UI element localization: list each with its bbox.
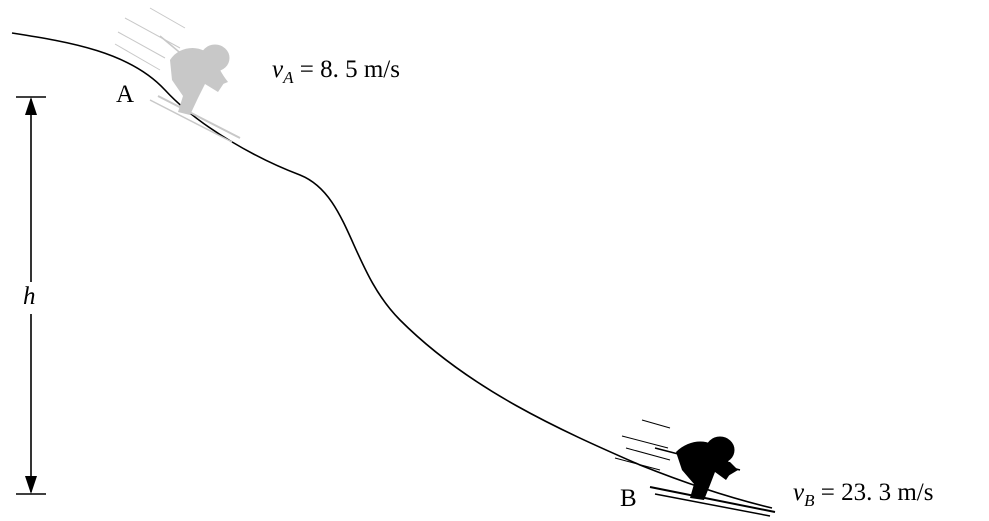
velocity-a-symbol: v	[272, 56, 284, 83]
skier-b-speed-line	[614, 457, 661, 471]
skier-a-speed-line	[149, 7, 186, 29]
velocity-b-label: vB = 23. 3 m/s	[793, 479, 934, 510]
height-arrow-down	[25, 476, 37, 494]
skier-b-speed-line	[625, 447, 671, 461]
skier-b-speed-line	[621, 435, 669, 449]
velocity-a-subscript: A	[283, 68, 294, 87]
velocity-a-value: = 8. 5 m/s	[299, 56, 400, 83]
skier-a-figure	[114, 7, 241, 143]
velocity-a-label: vA = 8. 5 m/s	[272, 56, 400, 87]
skier-b-body	[676, 441, 734, 500]
skier-a-speed-line	[114, 43, 161, 71]
skier-b-arm	[706, 460, 738, 476]
skier-a-speed-line	[117, 31, 166, 59]
height-arrow-up	[25, 97, 37, 115]
skier-a-ski	[149, 99, 233, 143]
point-b-label: B	[620, 485, 637, 512]
skier-b-speed-line	[641, 419, 671, 429]
velocity-b-subscript: B	[804, 491, 815, 510]
velocity-b-symbol: v	[793, 479, 805, 506]
height-label: h	[23, 283, 36, 311]
skier-a-ski	[157, 95, 241, 139]
skier-a-arm	[200, 70, 228, 86]
skier-a-body	[170, 48, 226, 115]
point-a-label: A	[116, 81, 135, 108]
skier-b-ski	[654, 493, 771, 517]
skier-b-ski	[649, 486, 776, 513]
skier-b-figure	[614, 419, 776, 517]
skier-a-speed-line	[124, 17, 181, 49]
velocity-b-value: = 23. 3 m/s	[820, 479, 934, 506]
